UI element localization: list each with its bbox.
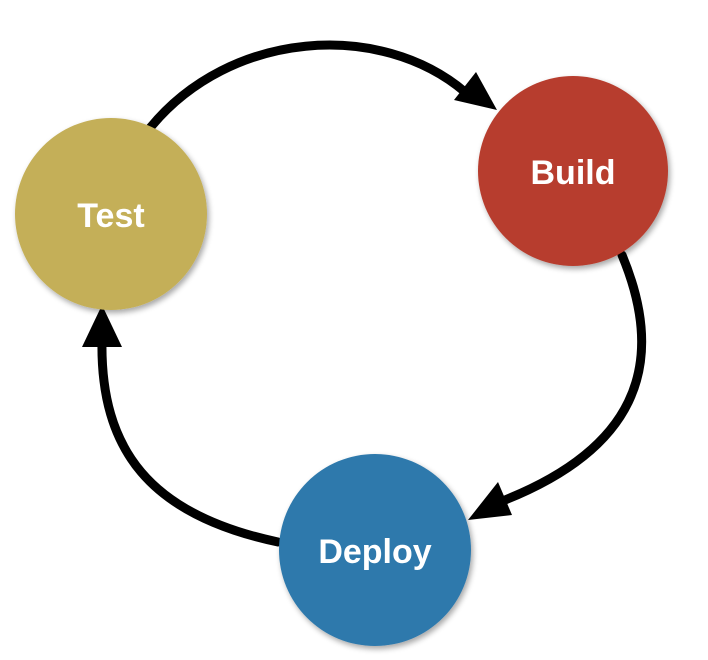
node-deploy-label: Deploy: [318, 533, 431, 571]
node-test-label: Test: [77, 197, 144, 235]
node-deploy-circle: [279, 454, 471, 646]
arrow-test-to-build-line: [145, 40, 470, 133]
node-test: Test: [15, 118, 207, 310]
arrow-build-to-deploy: [468, 250, 647, 520]
node-deploy: Deploy: [279, 454, 471, 646]
arrow-deploy-to-test-head: [82, 305, 122, 347]
arrow-test-to-build: [145, 40, 497, 133]
arrow-build-to-deploy-line: [500, 250, 647, 505]
arrow-deploy-to-test: [82, 305, 283, 547]
node-build-label: Build: [531, 154, 616, 192]
arrow-deploy-to-test-line: [97, 335, 283, 547]
node-test-circle: [15, 118, 207, 310]
arrow-test-to-build-head: [454, 72, 497, 110]
arrow-build-to-deploy-head: [468, 482, 512, 520]
node-build-circle: [478, 76, 668, 266]
node-build: Build: [478, 76, 668, 266]
